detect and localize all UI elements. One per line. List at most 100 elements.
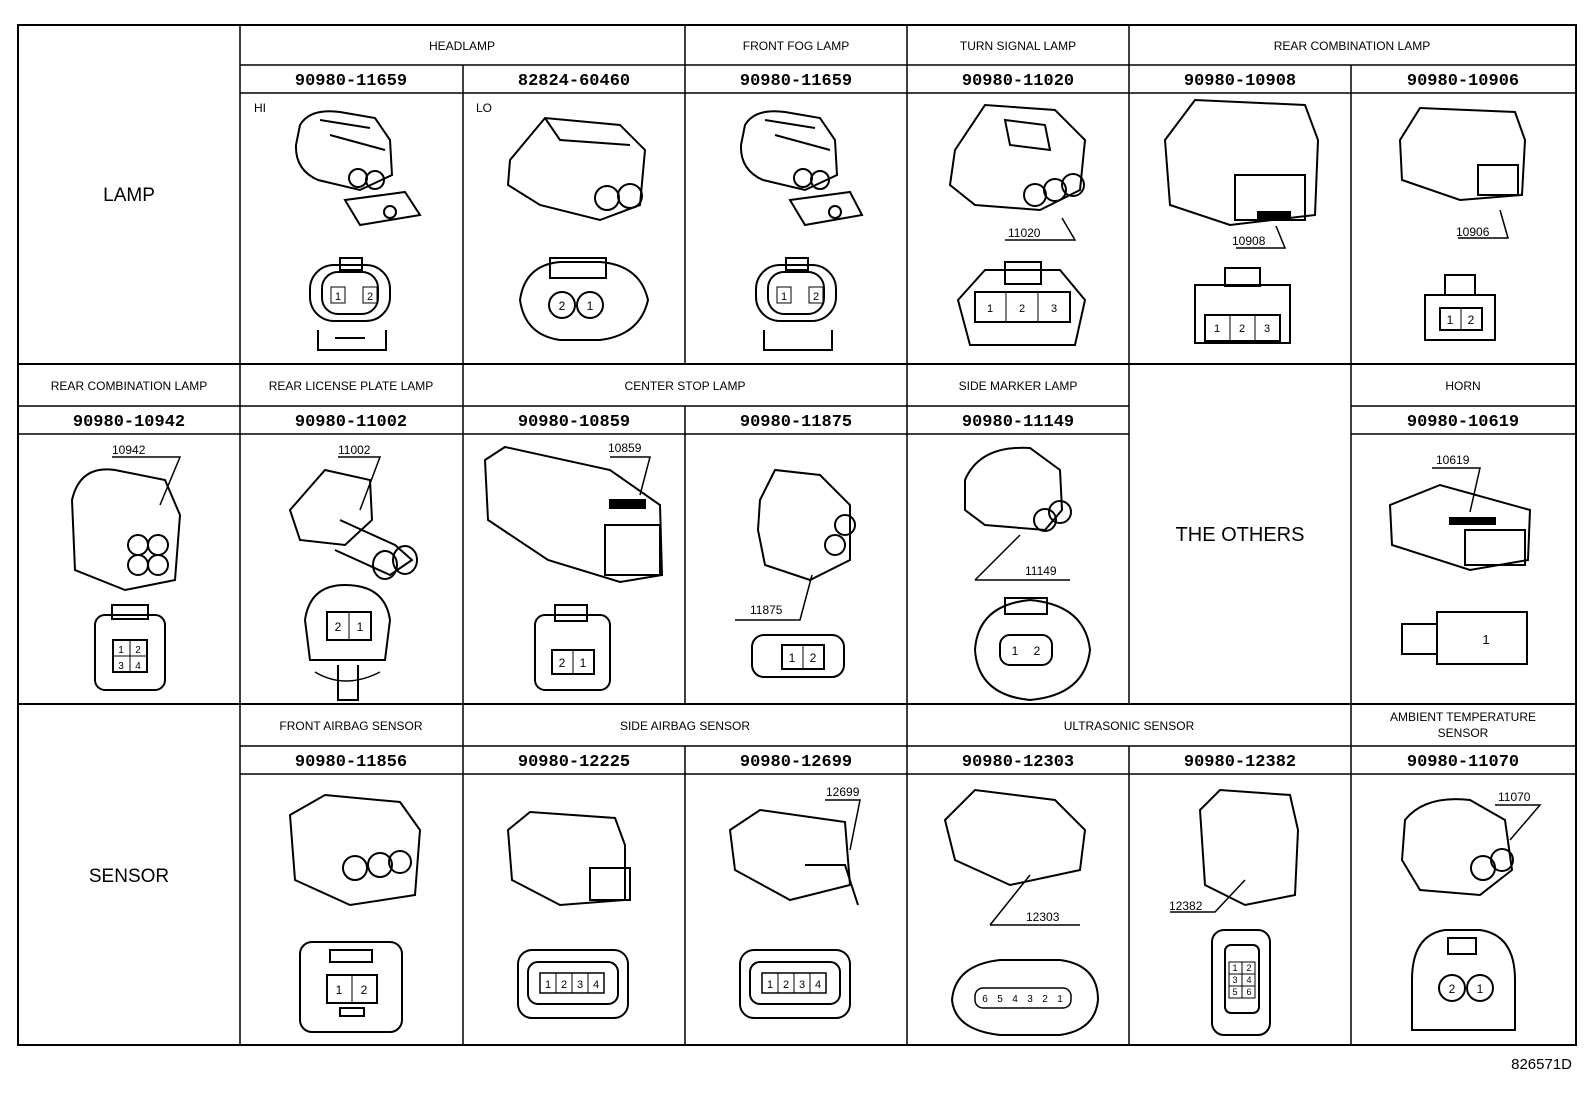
pin-face-ultrasonic-12382: 1 2 3 4 5 6 <box>1228 961 1256 999</box>
callout-label: 10908 <box>1232 234 1266 248</box>
pin-number: 2 <box>813 291 819 303</box>
callout-label: 11875 <box>750 603 783 617</box>
pin-number: 3 <box>1051 303 1057 315</box>
callout-label: 12382 <box>1169 899 1203 913</box>
pin-number: 1 <box>987 303 993 315</box>
pin-face-front-fog: 1 2 <box>776 286 824 304</box>
pin-face-ambient-temp: 2 1 <box>1438 974 1494 1002</box>
connector-drawing <box>1170 788 1300 1036</box>
pin-number: 1 <box>767 979 773 991</box>
callout-label: 11002 <box>338 443 371 457</box>
header-ambient-1: AMBIENT TEMPERATURE <box>1390 710 1536 724</box>
header-rear-comb: REAR COMBINATION LAMP <box>1274 39 1430 53</box>
pin-number: 1 <box>1447 313 1454 327</box>
part-number: 90980-10859 <box>518 413 630 432</box>
connector-drawing <box>1163 98 1320 344</box>
note-lo: LO <box>476 101 492 115</box>
note-hi: HI <box>254 101 266 115</box>
pin-face-headlamp-lo: 2 1 <box>548 291 604 319</box>
pin-number: 1 <box>1214 323 1220 335</box>
part-number: 90980-11070 <box>1407 753 1519 772</box>
pin-number: 2 <box>1449 982 1456 996</box>
part-number: 90980-12225 <box>518 753 630 772</box>
pin-number: 3 <box>799 979 805 991</box>
header-side-marker: SIDE MARKER LAMP <box>959 379 1078 393</box>
callout-label: 12699 <box>826 785 860 799</box>
part-number: 90980-10619 <box>1407 413 1519 432</box>
pin-number: 3 <box>1027 994 1033 1005</box>
connector-drawing <box>735 468 856 678</box>
connector-drawing <box>943 788 1100 1036</box>
pin-number: 2 <box>1042 994 1048 1005</box>
pin-number: 4 <box>815 979 821 991</box>
part-number: 90980-11149 <box>962 413 1074 432</box>
pin-number: 4 <box>1012 994 1018 1005</box>
pin-face-center-stop-11875: 1 2 <box>781 644 825 670</box>
pin-number: 1 <box>1477 982 1484 996</box>
part-number: 82824-60460 <box>518 72 630 91</box>
pin-face-turn-signal: 1 2 3 <box>974 291 1071 323</box>
table-grid <box>17 24 1577 1046</box>
header-headlamp: HEADLAMP <box>429 39 495 53</box>
pin-face-center-stop-10859: 2 1 <box>551 649 595 675</box>
header-horn: HORN <box>1445 379 1480 393</box>
pin-number: 2 <box>561 979 567 991</box>
pin-number: 3 <box>577 979 583 991</box>
pin-number: 1 <box>1232 963 1237 973</box>
header-side-airbag: SIDE AIRBAG SENSOR <box>620 719 750 733</box>
pin-number: 2 <box>810 651 817 665</box>
pin-face-side-airbag-12699: 1 2 3 4 <box>761 972 827 994</box>
connector-drawing <box>964 446 1092 702</box>
connector-drawing <box>294 110 422 351</box>
pin-number: 1 <box>545 979 551 991</box>
part-number: 90980-10942 <box>73 413 185 432</box>
pin-number: 2 <box>1034 644 1041 658</box>
pin-number: 5 <box>1232 987 1237 997</box>
pin-face-rear-license: 2 1 <box>326 611 372 641</box>
connector-drawing <box>1388 467 1532 665</box>
connector-drawing <box>728 799 861 1019</box>
pin-number: 2 <box>1468 313 1475 327</box>
callout-label: 12303 <box>1026 910 1060 924</box>
connector-drawing <box>506 810 631 1019</box>
pin-number: 1 <box>1012 644 1019 658</box>
part-number: 90980-11002 <box>295 413 407 432</box>
pin-face-rear-comb-10942: 1 2 3 4 <box>112 639 148 673</box>
pin-number: 3 <box>1232 975 1237 985</box>
callout-label: 11070 <box>1498 790 1531 804</box>
pin-number: 3 <box>118 661 124 672</box>
pin-number: 5 <box>997 994 1003 1005</box>
pin-face-front-airbag: 1 2 <box>326 974 378 1004</box>
pin-number: 6 <box>982 994 988 1005</box>
connector-drawing <box>739 110 864 351</box>
part-number: 90980-11020 <box>962 72 1074 91</box>
connector-drawing <box>70 456 182 691</box>
connector-drawing <box>506 116 650 341</box>
pin-number: 2 <box>559 299 566 313</box>
callout-label: 11020 <box>1008 226 1041 240</box>
connector-drawing <box>288 456 418 701</box>
pin-face-side-airbag-12225: 1 2 3 4 <box>539 972 605 994</box>
header-ultrasonic: ULTRASONIC SENSOR <box>1064 719 1195 733</box>
connector-drawing <box>1400 798 1542 1031</box>
callout-label: 10942 <box>112 443 146 457</box>
connector-drawing <box>948 103 1087 346</box>
part-number: 90980-12382 <box>1184 753 1296 772</box>
pin-number: 1 <box>1482 632 1489 647</box>
diagram-id: 826571D <box>1511 1056 1572 1073</box>
pin-number: 3 <box>1264 323 1270 335</box>
pin-number: 2 <box>361 983 368 997</box>
callout-label: 10859 <box>608 441 642 455</box>
pin-face-side-marker: 1 2 <box>999 634 1053 666</box>
pin-number: 1 <box>580 656 587 670</box>
pin-face-headlamp-hi: 1 2 <box>330 286 378 304</box>
callout-label: 10619 <box>1436 453 1470 467</box>
pin-number: 2 <box>135 645 141 656</box>
header-front-fog: FRONT FOG LAMP <box>743 39 849 53</box>
part-number: 90980-12699 <box>740 753 852 772</box>
header-turn-signal: TURN SIGNAL LAMP <box>960 39 1076 53</box>
pin-number: 1 <box>1057 994 1063 1005</box>
pin-number: 1 <box>781 291 787 303</box>
pin-number: 2 <box>559 656 566 670</box>
